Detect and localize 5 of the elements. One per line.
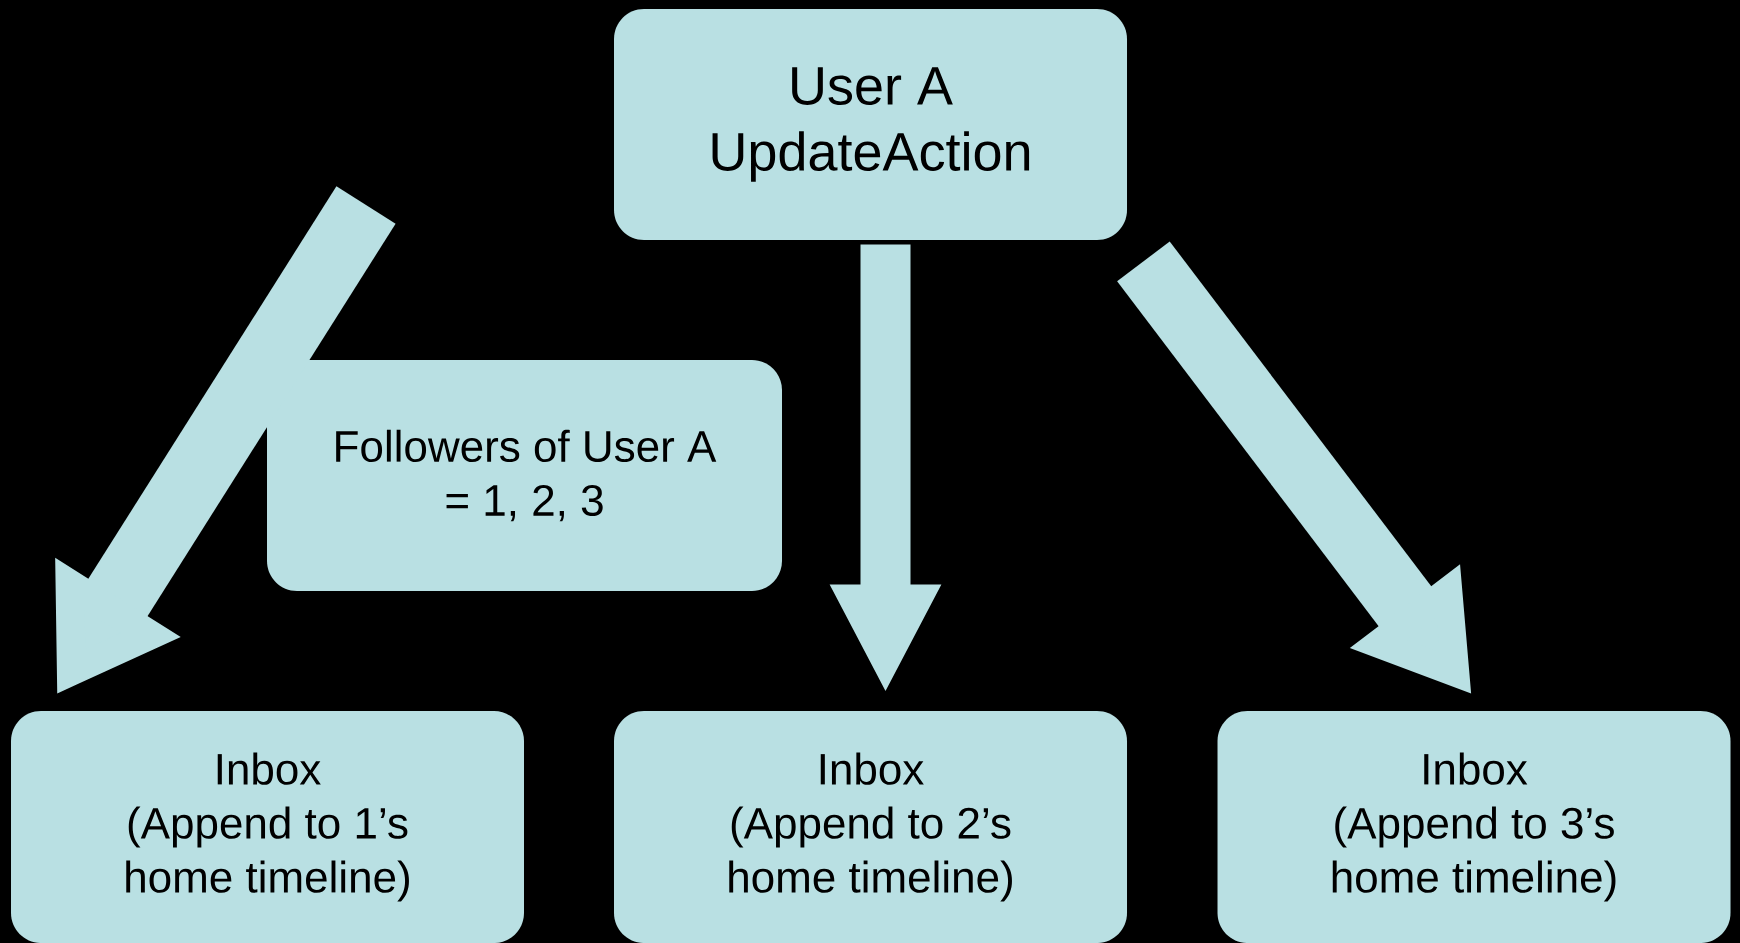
- process-box: Inbox (Append to 2’s home timeline): [614, 711, 1127, 943]
- process-box: User A UpdateAction: [614, 9, 1127, 240]
- process-box: Inbox (Append to 3’s home timeline): [1217, 711, 1731, 943]
- process-box: Followers of User A = 1, 2, 3: [267, 360, 782, 591]
- process-box: Inbox (Append to 1’s home timeline): [11, 711, 524, 943]
